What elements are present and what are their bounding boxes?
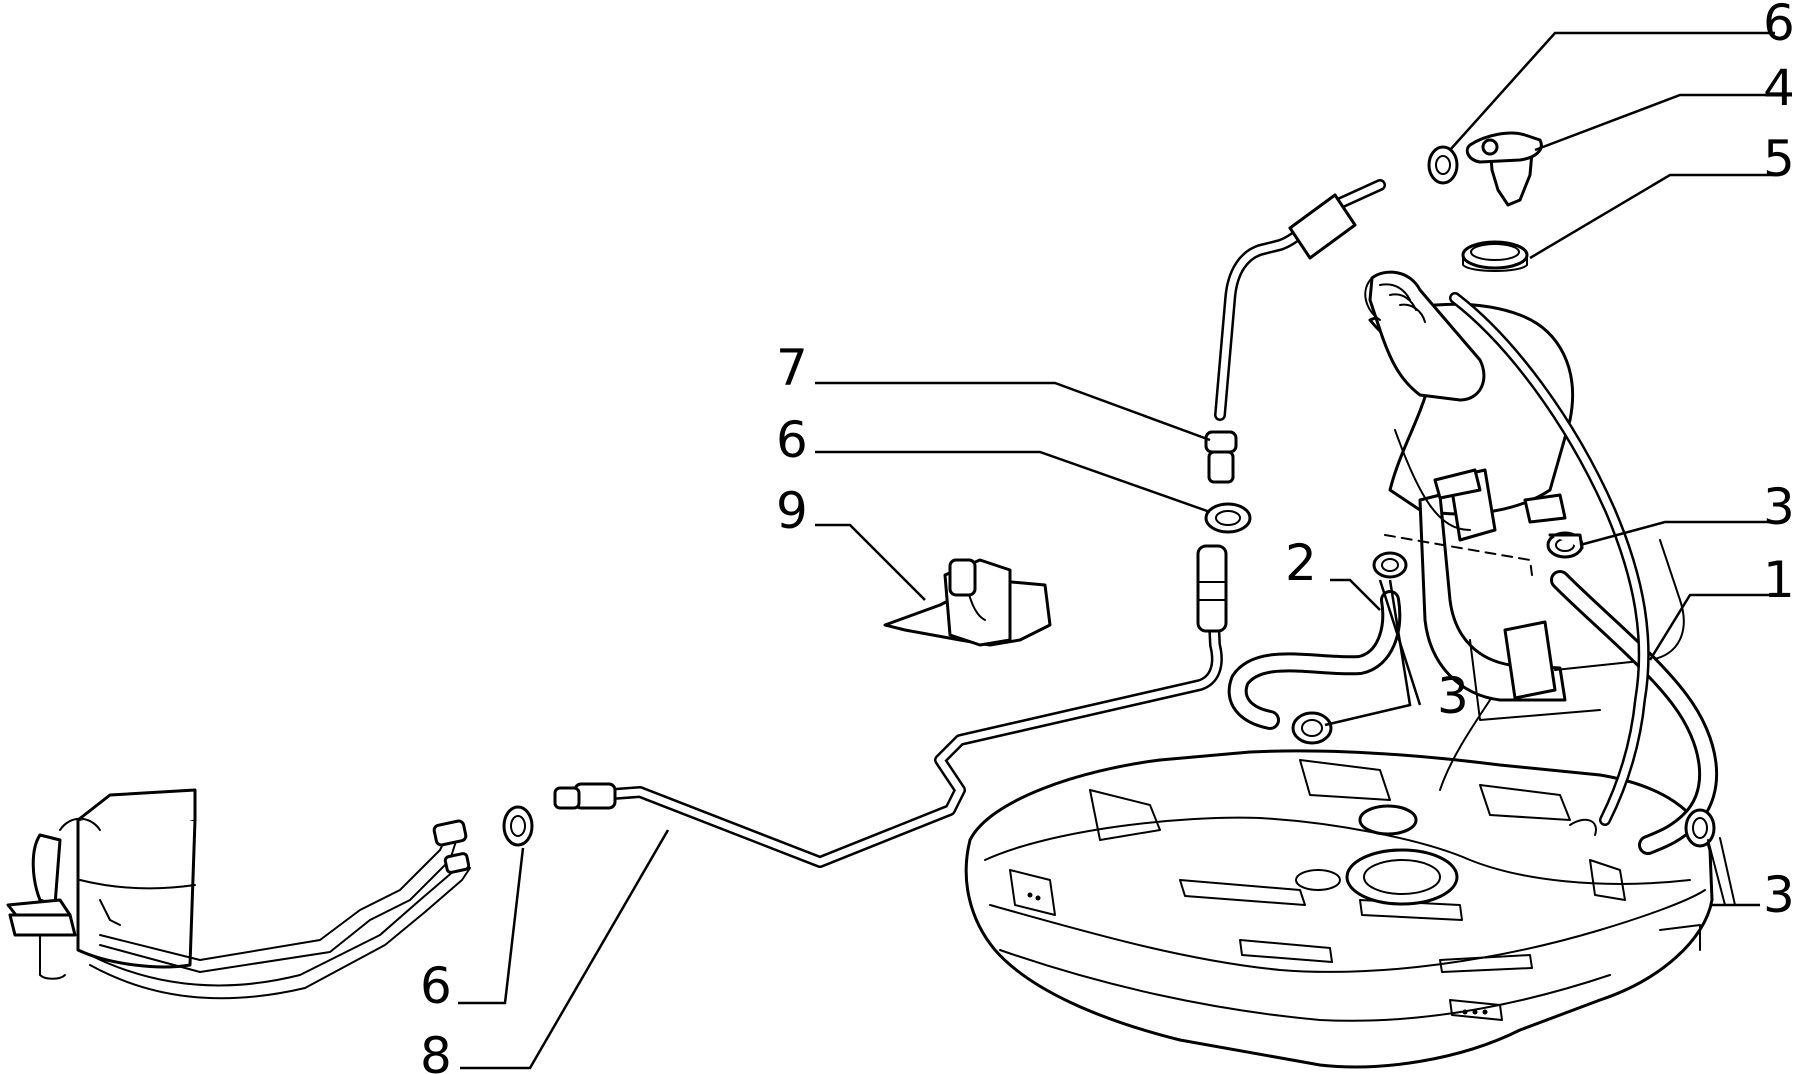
vent-valve-4 bbox=[1465, 131, 1543, 207]
canister-pipes bbox=[89, 819, 471, 1000]
callout-4: 4 bbox=[1763, 59, 1795, 117]
breather-hose-1 bbox=[1449, 292, 1719, 855]
callout-6-mid: 6 bbox=[776, 411, 808, 469]
callout-1: 1 bbox=[1763, 551, 1795, 609]
callout-numbers: 6 4 5 7 6 9 3 2 1 3 3 6 8 bbox=[420, 0, 1795, 1074]
hose-clamp-hose-2-top bbox=[1372, 551, 1408, 579]
callout-5: 5 bbox=[1763, 130, 1795, 188]
hose-clamp-center bbox=[1291, 711, 1333, 745]
hose-clamp-6-bottom bbox=[502, 805, 534, 847]
callout-8: 8 bbox=[420, 1027, 452, 1074]
hose-clamp-lower-right bbox=[1684, 808, 1736, 906]
callout-3-right-upper: 3 bbox=[1763, 478, 1795, 536]
seal-ring-5 bbox=[1461, 240, 1529, 272]
upper-vent-hose-7 bbox=[1204, 179, 1386, 484]
carbon-canister bbox=[6, 788, 197, 980]
callout-9: 9 bbox=[776, 482, 808, 540]
fuel-tank bbox=[964, 749, 1714, 1069]
dashed-link bbox=[1384, 534, 1533, 576]
bracket-9 bbox=[883, 558, 1052, 647]
callout-3-center: 3 bbox=[1437, 667, 1469, 725]
vent-pipe-8 bbox=[553, 544, 1228, 868]
callout-6-bottom: 6 bbox=[420, 957, 452, 1015]
callout-6-top: 6 bbox=[1763, 0, 1795, 52]
hose-clamp-6-mid bbox=[1204, 502, 1252, 534]
callout-7: 7 bbox=[776, 339, 808, 397]
callout-2: 2 bbox=[1285, 534, 1317, 592]
hose-2 bbox=[1227, 590, 1402, 730]
callout-3-right-lower: 3 bbox=[1763, 866, 1795, 924]
hose-clamp-6-top bbox=[1427, 145, 1459, 185]
hose-clamp-upper-right bbox=[1546, 531, 1584, 559]
leader-lines bbox=[458, 31, 1775, 1070]
